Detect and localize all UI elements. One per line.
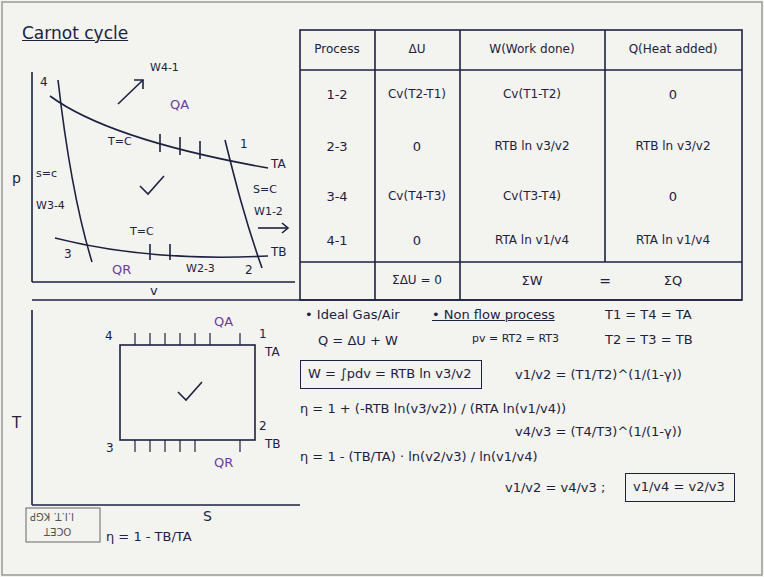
work-label: W4-1 bbox=[150, 62, 179, 75]
table-cell: RTA ln v1/v4 bbox=[495, 234, 569, 248]
table-cell: Cv(T4-T3) bbox=[388, 190, 446, 204]
equation: η = 1 + (-RTB ln(v3/v2)) / (RTA ln(v1/v4… bbox=[300, 402, 566, 417]
table-cell: ΣQ bbox=[664, 274, 682, 289]
process-label: S=C bbox=[253, 184, 277, 197]
table-cell: Cv(T2-T1) bbox=[388, 88, 446, 102]
process-label: s=c bbox=[36, 168, 57, 181]
heat-label: QA bbox=[214, 315, 233, 330]
state-number: 1 bbox=[240, 138, 248, 152]
table-cell: 4-1 bbox=[326, 234, 347, 249]
state-number: 1 bbox=[259, 328, 267, 342]
axis-label: T bbox=[12, 415, 21, 432]
state-number: 2 bbox=[245, 264, 253, 278]
equation: v1/v2 = (T1/T2)^(1/(1-γ)) bbox=[515, 368, 682, 383]
process-label: T=C bbox=[130, 226, 154, 239]
state-number: 4 bbox=[40, 76, 48, 90]
table-cell: Process bbox=[314, 43, 360, 57]
table-cell: 0 bbox=[669, 88, 677, 103]
table-cell: RTB ln v3/v2 bbox=[635, 140, 710, 154]
equation: η = 1 - TB/TA bbox=[106, 530, 192, 545]
table-cell: ΔU bbox=[409, 43, 426, 57]
watermark: I.I.T. KGP bbox=[30, 510, 74, 522]
note: • Ideal Gas/Air bbox=[305, 308, 400, 323]
axis-label: S bbox=[203, 508, 212, 524]
table-cell: Cv(T1-T2) bbox=[503, 88, 561, 102]
heat-label: QR bbox=[214, 456, 233, 471]
heat-label: QR bbox=[112, 263, 131, 278]
temperature-label: TB bbox=[265, 438, 281, 452]
equation-text: W = ∫pdv = RTB ln v3/v2 bbox=[308, 366, 474, 381]
table-cell: Cv(T3-T4) bbox=[503, 190, 561, 204]
equation: η = 1 - (TB/TA) · ln(v2/v3) / ln(v1/v4) bbox=[300, 450, 537, 465]
work-label: W3-4 bbox=[36, 200, 65, 213]
slide-title: Carnot cycle bbox=[22, 24, 128, 44]
table-cell: 2-3 bbox=[326, 140, 347, 155]
temperature-label: TA bbox=[271, 158, 286, 172]
table-cell: 3-4 bbox=[326, 190, 347, 205]
heat-label: QA bbox=[170, 98, 189, 113]
equation-text: v1/v4 = v2/v3 bbox=[633, 479, 727, 494]
table-cell: RTB ln v3/v2 bbox=[494, 140, 569, 154]
table-cell: 0 bbox=[413, 140, 421, 155]
note: • Non flow process bbox=[432, 308, 555, 323]
equation: pv = RT2 = RT3 bbox=[472, 333, 559, 346]
temperature-label: TB bbox=[271, 246, 287, 260]
table-cell: 1-2 bbox=[326, 88, 347, 103]
equation: T1 = T4 = TA bbox=[605, 308, 692, 323]
table-cell: W(Work done) bbox=[489, 43, 574, 57]
table-cell: 0 bbox=[669, 190, 677, 205]
boxed-equation: W = ∫pdv = RTB ln v3/v2 bbox=[300, 360, 482, 389]
work-label: W1-2 bbox=[254, 206, 283, 219]
work-label: W2-3 bbox=[186, 263, 215, 276]
process-label: T=C bbox=[108, 136, 132, 149]
state-number: 4 bbox=[105, 330, 113, 344]
table-cell: 0 bbox=[413, 234, 421, 249]
temperature-label: TA bbox=[265, 346, 280, 360]
table-cell: Q(Heat added) bbox=[629, 43, 718, 57]
state-number: 2 bbox=[259, 420, 267, 434]
table-cell: ΣΔU = 0 bbox=[392, 274, 442, 288]
axis-label: p bbox=[12, 170, 21, 186]
table-cell: RTA ln v1/v4 bbox=[636, 234, 710, 248]
equation: T2 = T3 = TB bbox=[605, 333, 693, 348]
axis-label: v bbox=[150, 284, 158, 299]
equation: v4/v3 = (T4/T3)^(1/(1-γ)) bbox=[515, 425, 682, 440]
boxed-equation: v1/v4 = v2/v3 bbox=[625, 473, 735, 502]
state-number: 3 bbox=[106, 442, 114, 456]
table-cell: = bbox=[599, 273, 611, 289]
state-number: 3 bbox=[64, 248, 72, 262]
equation: Q = ΔU + W bbox=[318, 334, 398, 349]
table-cell: ΣW bbox=[521, 274, 542, 289]
watermark: OCET bbox=[44, 525, 71, 537]
equation: v1/v2 = v4/v3 ; bbox=[505, 481, 605, 496]
